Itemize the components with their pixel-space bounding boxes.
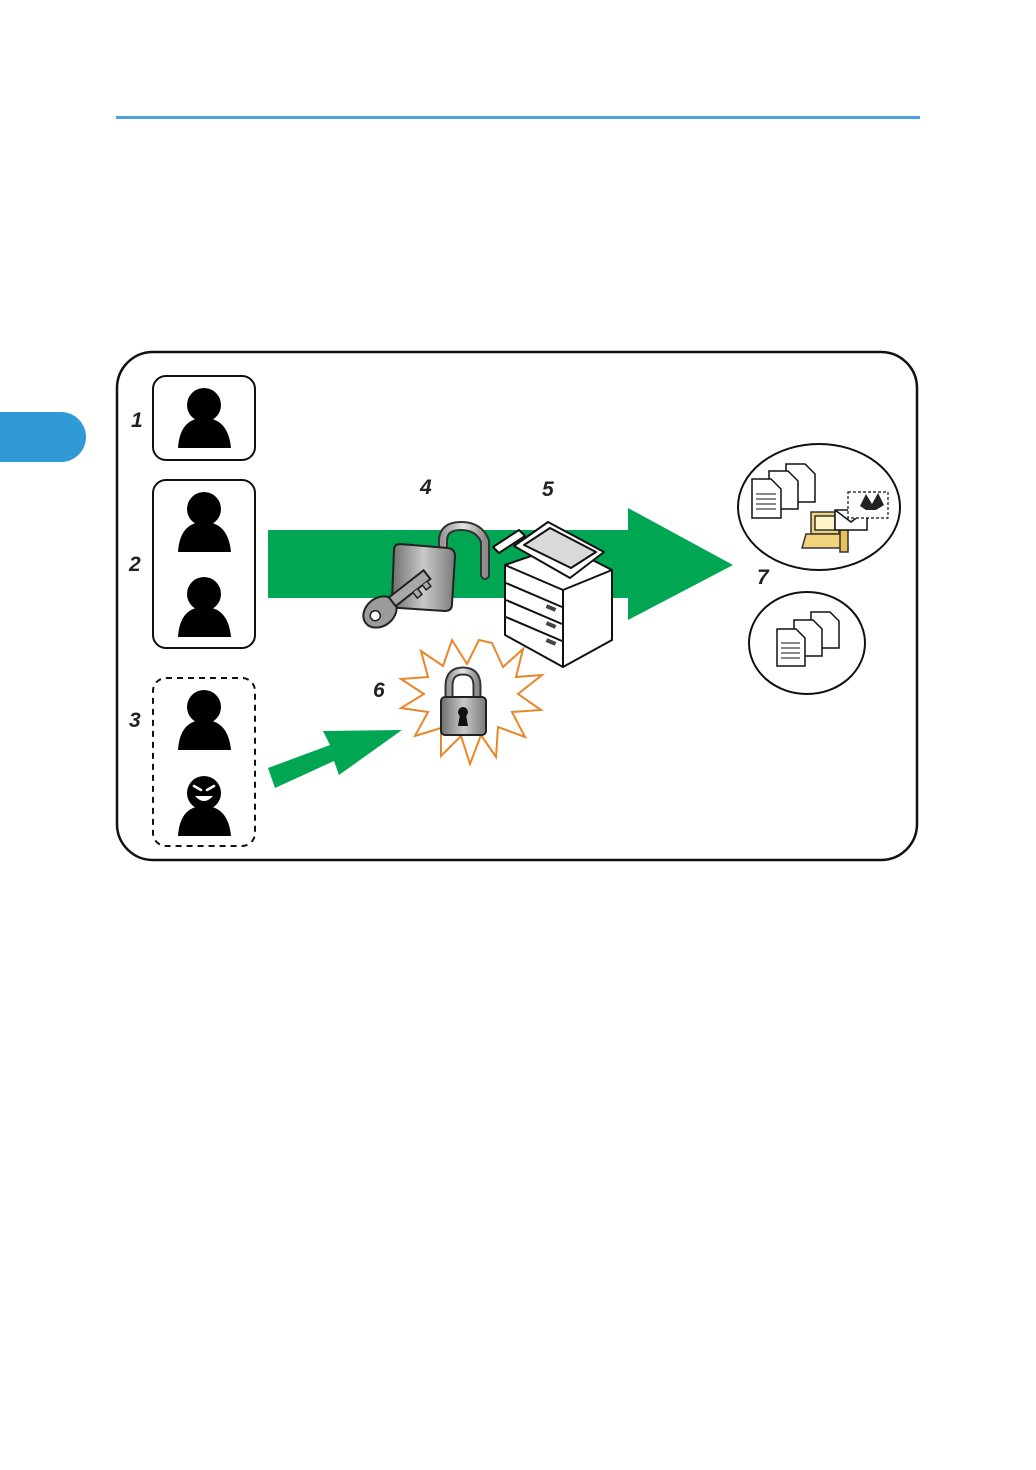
callout-4: 4 (419, 476, 432, 499)
fax-icon (848, 492, 888, 518)
callout-6: 6 (373, 679, 385, 702)
callout-1: 1 (131, 409, 143, 432)
unauthorized-access-arrow (268, 730, 402, 788)
callout-3: 3 (129, 709, 141, 732)
callout-2: 2 (128, 553, 141, 576)
callout-5: 5 (542, 478, 554, 501)
callout-7: 7 (757, 566, 770, 589)
authorized-access-arrow (268, 508, 733, 620)
